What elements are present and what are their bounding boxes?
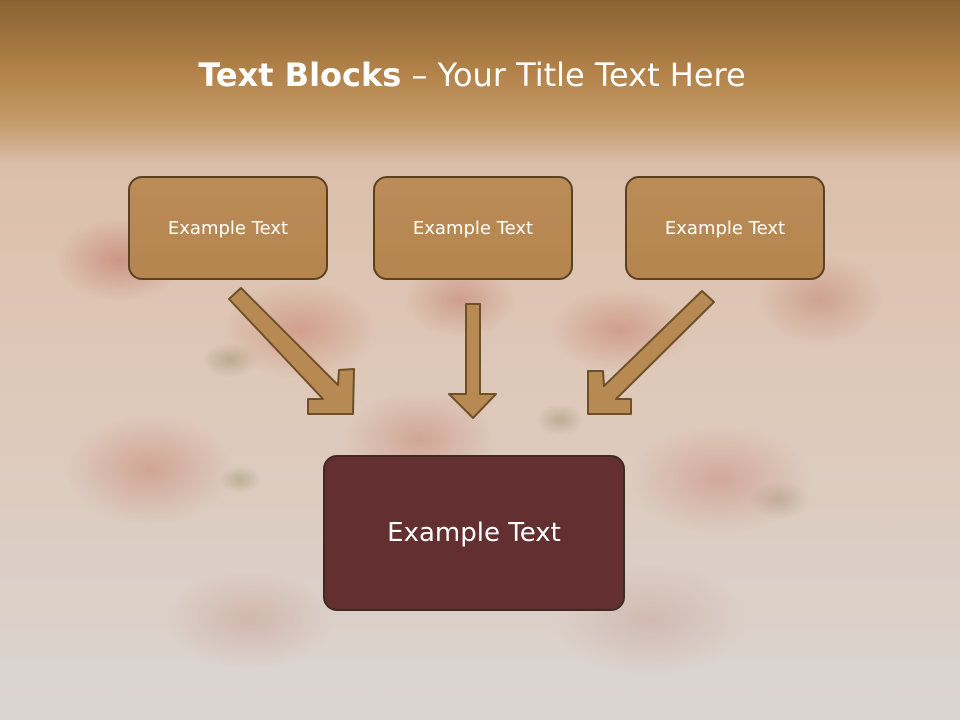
text-block-3[interactable]: Example Text xyxy=(625,176,825,280)
arrow-left-diagonal[interactable] xyxy=(228,287,355,415)
arrow-center-vertical[interactable] xyxy=(448,303,497,419)
slide-title[interactable]: Text Blocks – Your Title Text Here xyxy=(0,55,944,95)
text-block-1-label: Example Text xyxy=(167,217,289,239)
title-dash: – xyxy=(401,56,438,94)
result-block-label: Example Text xyxy=(387,518,561,548)
text-block-2[interactable]: Example Text xyxy=(373,176,573,280)
text-block-1[interactable]: Example Text xyxy=(128,176,328,280)
title-band xyxy=(0,0,960,165)
arrow-right-diagonal[interactable] xyxy=(587,290,715,415)
text-block-3-label: Example Text xyxy=(664,217,786,239)
text-block-2-label: Example Text xyxy=(412,217,534,239)
title-bold-part: Text Blocks xyxy=(198,56,402,94)
title-regular-part: Your Title Text Here xyxy=(437,56,746,94)
result-block[interactable]: Example Text xyxy=(323,455,625,611)
